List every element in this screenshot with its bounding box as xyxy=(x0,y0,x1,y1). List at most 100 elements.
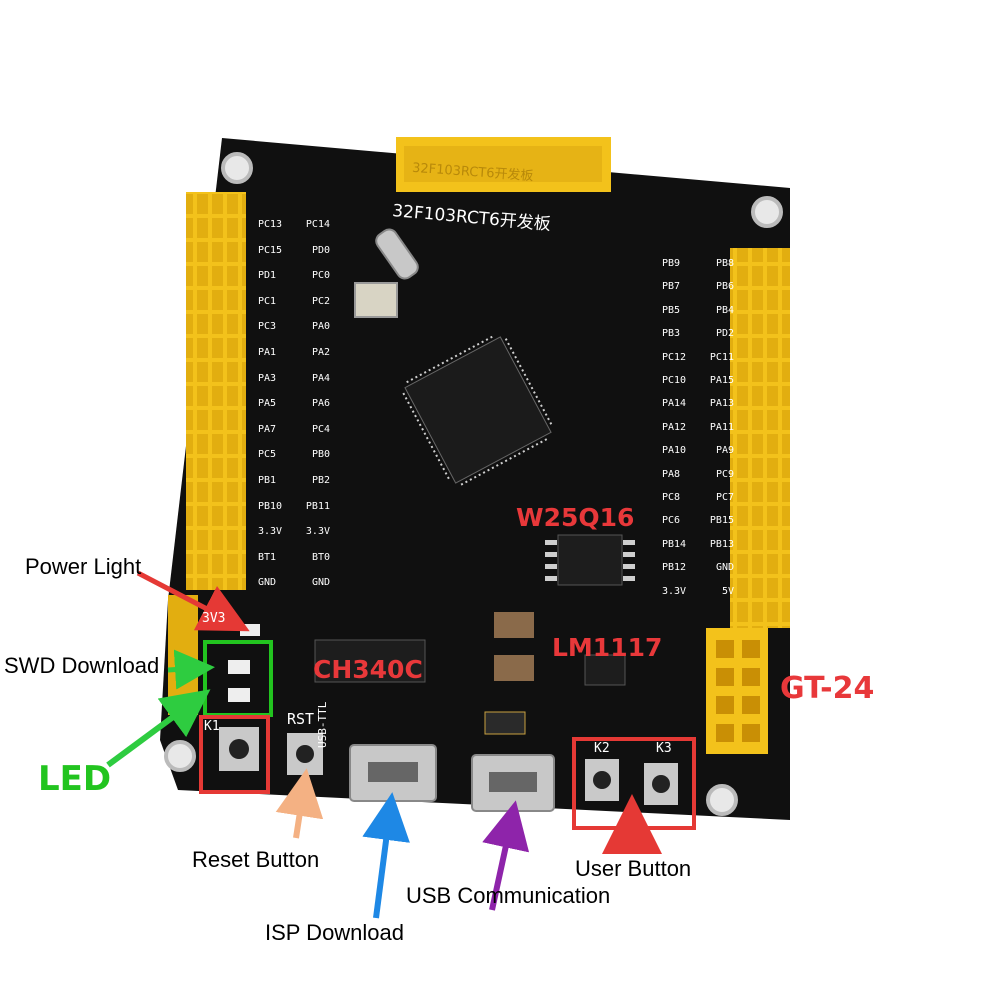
k1-highlight-box xyxy=(199,715,270,794)
usb-communication-callout: USB Communication xyxy=(406,883,611,908)
pin-label: PB4 xyxy=(715,304,734,316)
pin-label: PC14 xyxy=(305,219,330,230)
pin-label: PA12 xyxy=(662,421,687,433)
pin-label: PA5 xyxy=(258,398,277,410)
mounting-hole xyxy=(164,740,196,772)
pin-label: PA9 xyxy=(715,445,734,457)
pin-label: PB13 xyxy=(709,538,734,550)
lm1117-chip xyxy=(584,654,626,686)
pin-label: PB6 xyxy=(715,281,734,293)
isp-download-callout: ISP Download xyxy=(265,920,405,945)
pin-label-row: PB12 GND xyxy=(662,562,734,573)
swd-arrow xyxy=(167,649,215,690)
pin-label-row: PA5 PA6 xyxy=(258,398,330,409)
silk-k2: K2 xyxy=(594,741,610,756)
led-label: LED xyxy=(38,759,112,799)
pin-label-row: PC13 PC14 xyxy=(258,219,330,230)
pin-label: PC8 xyxy=(662,492,681,503)
led-1 xyxy=(228,660,250,674)
rst-button xyxy=(287,733,323,775)
user-button-callout: User Button xyxy=(575,856,692,881)
capacitor xyxy=(494,655,534,681)
pin-label: PA8 xyxy=(662,468,681,480)
w25q16-label: W25Q16 xyxy=(516,503,635,532)
pin-label: PC12 xyxy=(662,351,687,363)
pin-label: PA3 xyxy=(258,372,277,384)
pin-label: PC2 xyxy=(311,295,330,307)
pin-label-row: PC15 PD0 xyxy=(258,245,330,256)
pin-label: PA4 xyxy=(311,372,330,384)
mounting-hole xyxy=(706,784,738,816)
led-arrow xyxy=(106,689,211,768)
pin-label: PA13 xyxy=(709,398,734,410)
pin-label: PB12 xyxy=(662,562,687,574)
pin-label: PA14 xyxy=(662,398,687,410)
left-pin-header-lower xyxy=(168,595,198,715)
pin-label: PB5 xyxy=(662,304,681,316)
usb-ttl-port xyxy=(349,744,437,802)
pin-label: PB15 xyxy=(709,515,734,527)
pin-label: PC3 xyxy=(258,321,277,333)
silk-usb-ttl: USB-TTL xyxy=(316,701,329,748)
crystal-small xyxy=(354,282,398,318)
pin-label: PB3 xyxy=(662,328,681,340)
pin-label: PC6 xyxy=(662,515,681,527)
right-pin-header xyxy=(730,248,790,628)
pin-label: PB14 xyxy=(662,538,687,550)
power-light-arrow xyxy=(136,570,250,632)
reset-arrow xyxy=(275,768,324,839)
pin-label: PA2 xyxy=(311,347,330,358)
pin-label: 3.3V xyxy=(305,526,330,538)
pin-label: PC13 xyxy=(258,219,283,230)
pin-label: PD2 xyxy=(715,328,734,340)
pin-label: PC11 xyxy=(709,351,734,363)
silk-k3: K3 xyxy=(656,741,672,756)
pin-label: PA6 xyxy=(311,398,330,410)
pin-label: PC5 xyxy=(258,449,277,461)
pin-label: PC9 xyxy=(715,468,734,480)
w25q16-chip xyxy=(557,534,623,586)
pin-label: GND xyxy=(715,562,734,574)
pin-label-row: PB7 PB6 xyxy=(662,281,734,292)
pin-label: PD0 xyxy=(311,244,330,256)
pin-label: PB2 xyxy=(311,475,330,486)
pin-label: PA7 xyxy=(258,423,277,435)
pin-label: PC10 xyxy=(662,375,687,386)
pin-label: PC15 xyxy=(258,244,283,256)
crystal xyxy=(375,228,419,280)
reset-button-callout: Reset Button xyxy=(192,847,320,872)
pin-label: PB10 xyxy=(258,500,283,512)
pin-label: PC4 xyxy=(311,423,330,435)
ch340c-chip xyxy=(314,639,426,683)
led-2 xyxy=(228,688,250,702)
pin-label: BT0 xyxy=(311,551,330,563)
isp-arrow xyxy=(362,792,410,919)
pin-label-row: PC6 PB15 xyxy=(662,515,734,526)
pin-label: PB8 xyxy=(715,258,734,269)
pin-label-row: PA3 PA4 xyxy=(258,373,330,384)
pin-label-row: PB5 PB4 xyxy=(662,305,734,316)
pin-label-row: PC12 PC11 xyxy=(662,352,734,363)
pin-label: PB7 xyxy=(662,281,681,293)
pin-label: PA10 xyxy=(662,445,687,457)
gt24-label: GT-24 xyxy=(780,671,875,706)
power-led xyxy=(240,624,260,636)
k3-button xyxy=(644,763,678,805)
power-light-callout: Power Light xyxy=(25,554,142,579)
pin-label-row: PA8 PC9 xyxy=(662,469,734,480)
pin-label: GND xyxy=(258,577,277,589)
pin-label: PD1 xyxy=(258,270,277,282)
pin-label-row: PB14 PB13 xyxy=(662,539,734,550)
pin-label-row: PA10 PA9 xyxy=(662,445,734,456)
